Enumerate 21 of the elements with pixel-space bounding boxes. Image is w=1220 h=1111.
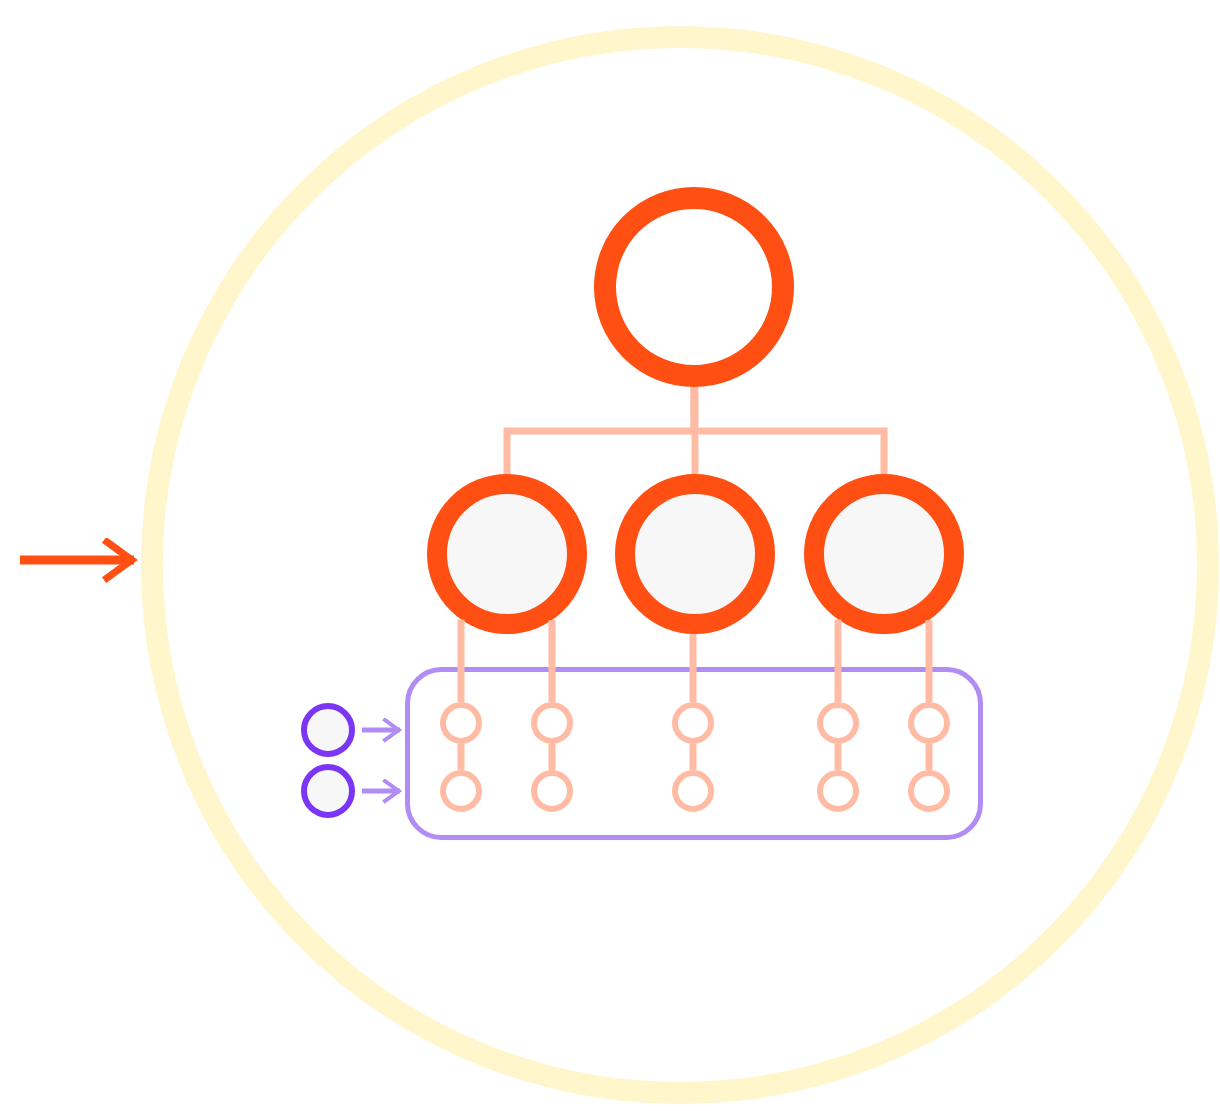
arrow [20,538,136,582]
small-circle-node [672,770,714,812]
small-circle-node [908,702,950,744]
small-circle-node [908,770,950,812]
small-circle-node [531,702,573,744]
circle-node [615,474,775,634]
circle-node [427,474,587,634]
small-circle-node [817,770,859,812]
small-circle-node [672,702,714,744]
arrow [362,718,401,742]
input-circle [301,703,355,757]
circle-node [804,474,964,634]
small-circle-node [531,770,573,812]
outer-ring [141,26,1219,1104]
group-frame [405,667,983,840]
root-circle [594,187,794,387]
arrow [362,779,401,803]
small-circle-node [817,702,859,744]
input-circle [301,764,355,818]
small-circle-node [440,702,482,744]
small-circle-node [440,770,482,812]
